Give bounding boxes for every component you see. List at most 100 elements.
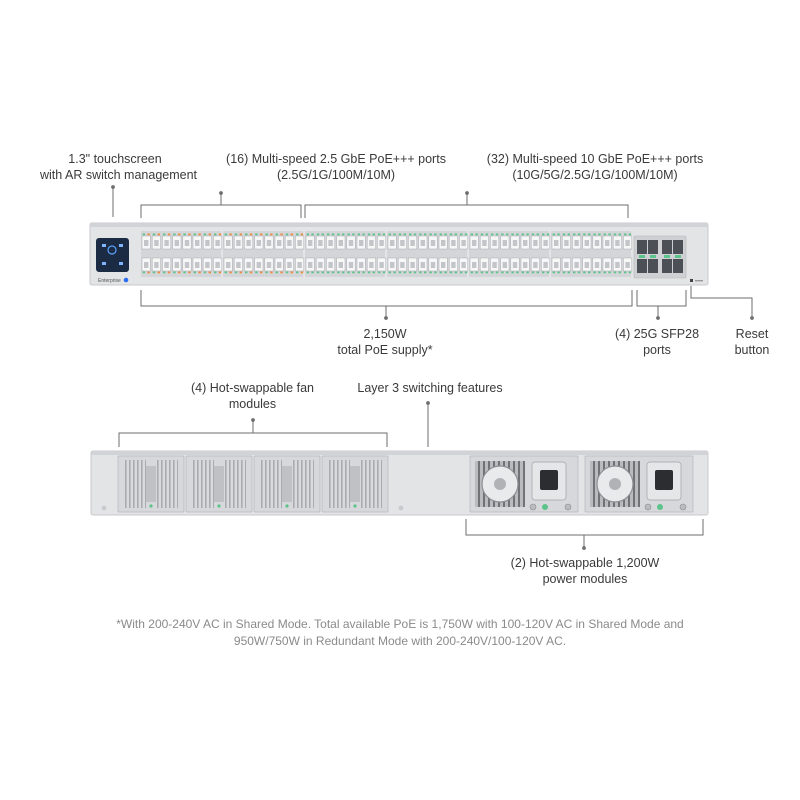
port-led-activity bbox=[424, 233, 427, 236]
touchscreen-display[interactable] bbox=[96, 238, 129, 272]
port-led-link bbox=[234, 271, 238, 274]
fan-handle[interactable] bbox=[214, 466, 224, 502]
port-led-activity bbox=[485, 271, 488, 274]
port-led-link bbox=[203, 271, 207, 274]
rj45-port-contacts bbox=[379, 262, 384, 268]
rj45-port-contacts bbox=[359, 240, 364, 246]
port-led-link bbox=[296, 233, 299, 236]
rj45-port-contacts bbox=[246, 262, 251, 268]
psu-latch[interactable] bbox=[644, 503, 652, 511]
touchscreen-callout: 1.3" touchscreen with AR switch manageme… bbox=[40, 151, 198, 183]
brand-logo-icon bbox=[123, 277, 129, 283]
rear-panel bbox=[90, 401, 709, 550]
rj45-port-contacts bbox=[605, 262, 610, 268]
sfp28-port[interactable] bbox=[648, 240, 658, 254]
psu-latch[interactable] bbox=[529, 503, 537, 511]
port-led-link bbox=[470, 271, 473, 274]
sfp28-port[interactable] bbox=[673, 259, 683, 273]
port-led-activity bbox=[413, 233, 417, 236]
fan-handle[interactable] bbox=[146, 466, 156, 502]
fan-handle[interactable] bbox=[350, 466, 360, 502]
port-led-activity bbox=[382, 271, 386, 274]
sfp28-port[interactable] bbox=[648, 259, 658, 273]
fan-grille-icon bbox=[224, 460, 246, 508]
rj45-port-contacts bbox=[246, 240, 251, 246]
fan-handle[interactable] bbox=[282, 466, 292, 502]
port-led-activity bbox=[588, 233, 591, 236]
footnote: *With 200-240V AC in Shared Mode. Total … bbox=[0, 616, 800, 650]
rj45-port-contacts bbox=[297, 262, 302, 268]
port-led-activity bbox=[506, 233, 509, 236]
sfp28-port[interactable] bbox=[662, 240, 672, 254]
port-led-link bbox=[275, 233, 278, 236]
rj45-port-contacts bbox=[184, 262, 190, 268]
port-led-link bbox=[409, 271, 412, 274]
sfp28-callout-line2: ports bbox=[643, 343, 671, 357]
touchscreen[interactable] bbox=[96, 238, 129, 272]
port-led-activity bbox=[372, 233, 375, 236]
port-led-activity bbox=[608, 271, 611, 274]
port-led-link bbox=[214, 271, 217, 274]
port-led-activity bbox=[464, 233, 468, 236]
port-led-activity bbox=[147, 271, 150, 274]
rj45-port-contacts bbox=[502, 262, 507, 268]
port-led-link bbox=[296, 271, 299, 274]
port-led-activity bbox=[260, 233, 263, 236]
port-led-link bbox=[357, 233, 360, 236]
fan-grille-icon bbox=[156, 460, 178, 508]
rj45-port-contacts bbox=[236, 262, 241, 268]
touchscreen-callout-line2: with AR switch management bbox=[40, 168, 198, 182]
rj45-port-contacts bbox=[266, 262, 272, 268]
port-led-activity bbox=[167, 233, 171, 236]
reset-button[interactable] bbox=[690, 279, 693, 282]
rj45-port-contacts bbox=[308, 240, 313, 246]
port-led-link bbox=[327, 271, 330, 274]
rj45-port-contacts bbox=[512, 240, 518, 246]
port-led-activity bbox=[444, 271, 447, 274]
port-led-activity bbox=[444, 233, 447, 236]
port-led-link bbox=[183, 271, 186, 274]
port-led-activity bbox=[352, 233, 355, 236]
rj45-port-area bbox=[141, 231, 633, 277]
rj45-port-contacts bbox=[482, 262, 487, 268]
rj45-port-contacts bbox=[461, 262, 466, 268]
rj45-port-contacts bbox=[564, 262, 569, 268]
port-led-link bbox=[603, 271, 606, 274]
rj45-port-contacts bbox=[205, 262, 210, 268]
sfp28-port[interactable] bbox=[673, 240, 683, 254]
front-panel: Enterprise bbox=[89, 185, 754, 320]
port-led-link bbox=[542, 233, 545, 236]
rj45-port-contacts bbox=[410, 262, 415, 268]
port-led-activity bbox=[618, 233, 621, 236]
rj45-port-contacts bbox=[226, 262, 231, 268]
rj45-port-contacts bbox=[533, 262, 538, 268]
rj45-port-contacts bbox=[348, 240, 354, 246]
rj45-port-contacts bbox=[492, 262, 497, 268]
sfp28-port[interactable] bbox=[637, 240, 647, 254]
port-led-link bbox=[367, 271, 371, 274]
port-led-activity bbox=[218, 233, 222, 236]
port-led-link bbox=[449, 233, 453, 236]
ports-25g-callout: (16) Multi-speed 2.5 GbE PoE+++ ports (2… bbox=[205, 151, 467, 183]
port-led-activity bbox=[229, 233, 232, 236]
port-led-activity bbox=[208, 271, 211, 274]
rj45-port-contacts bbox=[441, 262, 446, 268]
port-led-activity bbox=[403, 271, 406, 274]
ports-10g-callout-line1: (32) Multi-speed 10 GbE PoE+++ ports bbox=[486, 152, 704, 166]
port-led-link bbox=[285, 233, 289, 236]
port-led-link bbox=[316, 271, 320, 274]
port-led-link bbox=[245, 271, 248, 274]
rj45-port-contacts bbox=[584, 240, 589, 246]
sfp28-port[interactable] bbox=[662, 259, 672, 273]
rj45-port-contacts bbox=[574, 262, 579, 268]
rj45-port-contacts bbox=[144, 262, 149, 268]
ports-25g-callout-line1: (16) Multi-speed 2.5 GbE PoE+++ ports bbox=[226, 152, 446, 166]
rj45-port-contacts bbox=[369, 262, 374, 268]
sfp28-port[interactable] bbox=[637, 259, 647, 273]
rj45-port-contacts bbox=[144, 240, 149, 246]
rj45-port-contacts bbox=[430, 262, 436, 268]
port-led-activity bbox=[598, 233, 601, 236]
rj45-port-contacts bbox=[441, 240, 446, 246]
port-led-activity bbox=[352, 271, 355, 274]
port-led-activity bbox=[331, 271, 335, 274]
